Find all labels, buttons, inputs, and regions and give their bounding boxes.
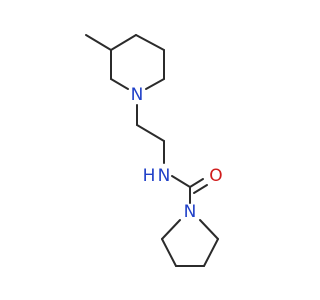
bond-ch2-to-ch2 (136, 124, 165, 142)
atom-n-pyrrolidine: N (184, 202, 197, 222)
bond-pyrrolidine-5 (199, 219, 219, 240)
bond-methyl (85, 34, 112, 51)
bond-carbonyl-o-b (193, 184, 208, 194)
bond-nh-to-carbonyl (171, 175, 191, 188)
atom-n-piperidine: N (131, 85, 144, 105)
bond-piperidine-2 (135, 34, 165, 51)
chemical-structure-diagram: N N H O N (85, 34, 223, 267)
bond-pyrrolidine-1 (161, 219, 181, 240)
bond-piperidine-5 (110, 78, 129, 90)
atom-o-carbonyl: O (209, 166, 222, 186)
bond-pyrrolidine-2 (161, 238, 177, 267)
atom-n-amide: N (158, 166, 171, 186)
bond-carbonyl-o-a (189, 178, 204, 188)
bond-pyrrolidine-4 (203, 238, 219, 267)
bond-piperidine-4 (145, 78, 165, 90)
atom-h-amide: H (143, 166, 156, 186)
bond-piperidine-1 (110, 34, 137, 51)
